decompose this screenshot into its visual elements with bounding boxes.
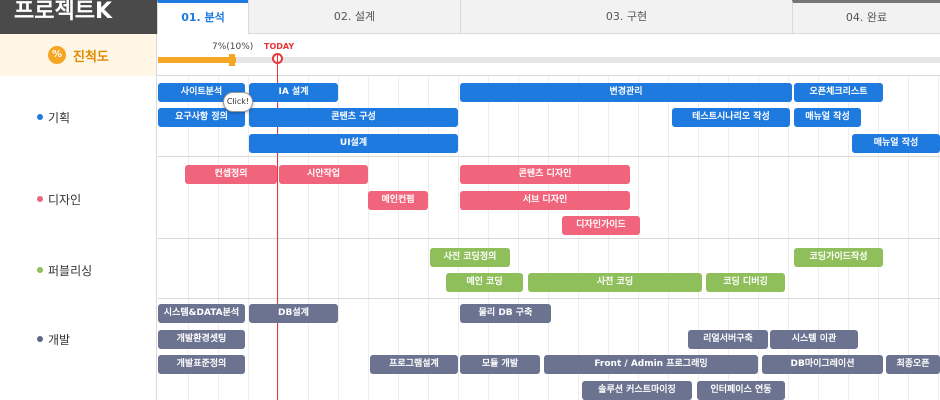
- category-planning: 기획: [0, 76, 157, 156]
- task-bar[interactable]: 모듈 개발: [460, 355, 540, 374]
- task-bar[interactable]: 인터페이스 연동: [697, 381, 785, 400]
- tab-phase-design[interactable]: 02. 설계: [248, 0, 460, 34]
- task-bar[interactable]: 최종오픈: [886, 355, 940, 374]
- task-bar[interactable]: 사전 코딩정의: [430, 248, 510, 267]
- task-bar[interactable]: IA 설계: [249, 83, 338, 102]
- category-label: 기획: [48, 111, 71, 125]
- row-divider: [158, 298, 940, 299]
- dev-dot-icon: [37, 336, 43, 342]
- task-bar[interactable]: 메인 코딩: [446, 273, 523, 292]
- task-bar[interactable]: 프로그램설계: [370, 355, 458, 374]
- task-bar[interactable]: 콘텐츠 디자인: [460, 165, 630, 184]
- task-bar[interactable]: 변경관리: [460, 83, 792, 102]
- tab-phase-implementation[interactable]: 03. 구현: [460, 0, 792, 34]
- progress-label: 진척도: [73, 50, 109, 65]
- task-bar[interactable]: 시스템&DATA분석: [158, 304, 245, 323]
- task-bar[interactable]: UI설계: [249, 134, 458, 153]
- planning-dot-icon: [37, 114, 43, 120]
- progress-label-cell: % 진척도: [0, 34, 157, 76]
- row-divider: [158, 238, 940, 239]
- project-title: 프로젝트K: [0, 0, 157, 34]
- design-dot-icon: [37, 196, 43, 202]
- task-bar[interactable]: 물리 DB 구축: [460, 304, 551, 323]
- progress-handle[interactable]: [229, 54, 235, 66]
- click-tooltip: Click!: [223, 92, 253, 112]
- task-bar[interactable]: 개발환경셋팅: [158, 330, 245, 349]
- progress-percent-text: 7%(10%): [212, 42, 254, 52]
- category-sidebar: 기획 디자인 퍼블리싱 개발: [0, 76, 157, 400]
- task-bar[interactable]: 디자인가이드: [562, 216, 640, 235]
- task-bar[interactable]: 사전 코딩: [528, 273, 702, 292]
- task-bar[interactable]: 리얼서버구축: [688, 330, 768, 349]
- category-design: 디자인: [0, 156, 157, 238]
- progress-bar: [158, 54, 940, 66]
- task-bar[interactable]: 메인컨펌: [368, 191, 428, 210]
- percent-icon: %: [48, 46, 66, 64]
- task-bar[interactable]: 서브 디자인: [460, 191, 630, 210]
- task-bar[interactable]: DB마이그레이션: [762, 355, 883, 374]
- task-bar[interactable]: Front / Admin 프로그래밍: [544, 355, 758, 374]
- task-bar[interactable]: 시스템 이관: [770, 330, 858, 349]
- row-divider: [158, 156, 940, 157]
- tab-phase-analysis[interactable]: 01. 분석: [157, 0, 248, 35]
- category-publishing: 퍼블리싱: [0, 238, 157, 298]
- category-dev: 개발: [0, 298, 157, 400]
- header: 프로젝트K 01. 분석 02. 설계 03. 구현 04. 완료: [0, 0, 940, 35]
- category-label: 디자인: [48, 193, 82, 207]
- task-bar[interactable]: 코딩 디버깅: [706, 273, 785, 292]
- today-line: [277, 54, 278, 400]
- task-bar[interactable]: 매뉴얼 작성: [794, 108, 861, 127]
- category-label: 개발: [48, 333, 71, 347]
- task-bar[interactable]: 테스트시나리오 작성: [672, 108, 790, 127]
- task-bar[interactable]: 솔루션 커스트마이징: [582, 381, 692, 400]
- task-bar[interactable]: 요구사항 정의: [158, 108, 245, 127]
- task-bar[interactable]: 컨셉정의: [185, 165, 277, 184]
- task-bar[interactable]: 매뉴얼 작성: [852, 134, 940, 153]
- publishing-dot-icon: [37, 267, 43, 273]
- task-bar[interactable]: 오픈체크리스트: [794, 83, 883, 102]
- tab-phase-complete[interactable]: 04. 완료: [792, 0, 940, 34]
- progress-fill: [158, 57, 237, 63]
- task-bar[interactable]: DB설계: [249, 304, 338, 323]
- task-bar[interactable]: 콘텐츠 구성: [249, 108, 458, 127]
- progress-row: % 진척도 7%(10%) TODAY: [0, 34, 940, 76]
- task-bar[interactable]: 시안작업: [279, 165, 368, 184]
- task-bar[interactable]: 개발표준정의: [158, 355, 245, 374]
- gantt-grid: [158, 54, 940, 400]
- task-bar[interactable]: 코딩가이드작성: [794, 248, 883, 267]
- category-label: 퍼블리싱: [48, 264, 93, 278]
- today-label: TODAY: [264, 42, 295, 51]
